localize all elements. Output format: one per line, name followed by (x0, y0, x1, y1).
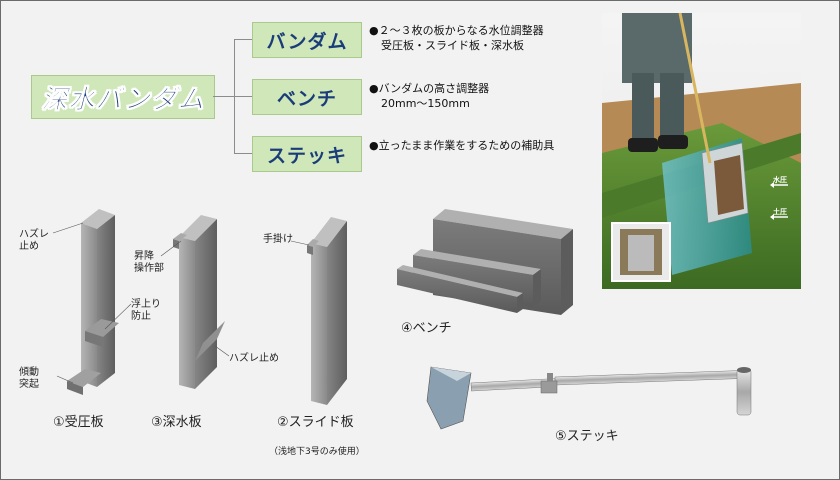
deep-water-plate-caption: ③深水板 (151, 415, 202, 430)
tilt-protrusion-line-1: 傾動 (19, 367, 39, 378)
bench-caption: ④ベンチ (401, 321, 452, 336)
slide-plate-caption: ②スライド板 (277, 415, 354, 430)
bandam-desc-line-1: ●２～３枚の板からなる水位調整器 (369, 24, 544, 37)
tree-connector (234, 39, 252, 40)
lift-operation-label: 昇降 操作部 (134, 251, 164, 275)
category-bench-label: ベンチ (276, 87, 337, 110)
category-bandam-label: バンダム (266, 30, 348, 53)
category-bandam: バンダム (252, 22, 362, 58)
category-stick-label: ステッキ (266, 144, 347, 167)
lift-operation-line-1: 昇降 (134, 251, 154, 262)
tilt-protrusion-line-2: 突起 (19, 379, 39, 390)
soil-pressure-label: 土圧 (773, 208, 787, 216)
hazure-stop-line-1: ハズレ (19, 229, 49, 240)
hazure-stop-line-2: 止め (19, 241, 39, 252)
product-title: 深水バンダム (41, 84, 205, 115)
bench-desc-line-2: 20mm〜150mm (381, 97, 470, 110)
float-prevention-line-1: 浮上り (131, 299, 161, 310)
handle-label: 手掛け (263, 234, 293, 245)
water-pressure-label: 水圧 (773, 176, 787, 184)
pressure-plate-caption: ①受圧板 (53, 415, 104, 430)
product-title-box: 深水バンダム (31, 75, 215, 119)
bandam-desc-line-2: 受圧板・スライド板・深水板 (381, 39, 524, 52)
stick-desc-line-1: ●立ったまま作業をするための補助具 (369, 139, 555, 152)
bench-description: ●バンダムの高さ調整器 20mm〜150mm (369, 81, 489, 111)
tree-connector (213, 96, 235, 97)
stick-drawing (426, 366, 752, 430)
tree-connector (234, 96, 252, 97)
stick-description: ●立ったまま作業をするための補助具 (369, 138, 554, 153)
deep-water-plate-drawing (173, 215, 225, 389)
slide-plate-note: （浅地下3号のみ使用） (269, 447, 365, 457)
float-prevention-line-2: 防止 (131, 311, 151, 322)
slide-plate-drawing (307, 217, 347, 405)
category-bench: ベンチ (252, 79, 362, 115)
bench-desc-line-1: ●バンダムの高さ調整器 (369, 82, 490, 95)
lift-operation-line-2: 操作部 (134, 263, 164, 274)
hazure-stop-label-top: ハズレ 止め (19, 229, 49, 253)
category-stick: ステッキ (252, 136, 362, 172)
stick-caption: ⑤ステッキ (555, 429, 619, 444)
usage-photo (602, 13, 801, 289)
bandam-description: ●２～３枚の板からなる水位調整器 受圧板・スライド板・深水板 (369, 23, 544, 53)
float-prevention-label: 浮上り 防止 (131, 299, 161, 323)
hazure-stop-label-bottom: ハズレ止め (229, 353, 279, 364)
bench-drawing (397, 209, 573, 315)
pressure-plate-drawing (67, 209, 119, 395)
tilt-protrusion-label: 傾動 突起 (19, 367, 39, 391)
tree-connector (234, 153, 252, 154)
